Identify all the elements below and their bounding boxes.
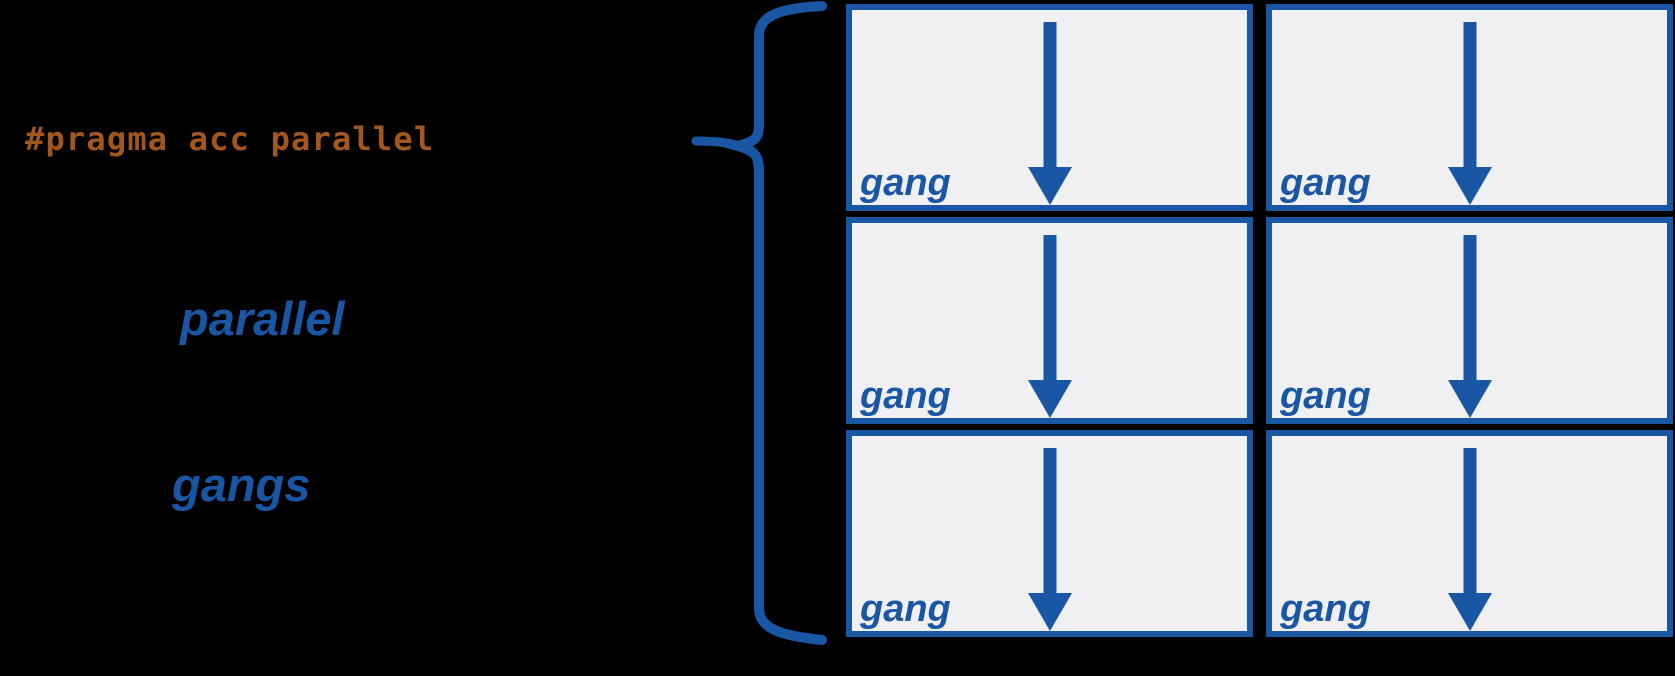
arrow-down-icon [1447, 22, 1492, 205]
gang-label: gang [860, 375, 951, 417]
gang-box: gang [846, 217, 1253, 424]
gang-box: gang [846, 430, 1253, 637]
concept-label-parallel: parallel [180, 292, 345, 345]
arrow-down-icon [1027, 22, 1072, 205]
gang-label: gang [1280, 375, 1371, 417]
gang-box: gang [1266, 430, 1673, 637]
arrow-down-icon [1447, 235, 1492, 418]
gang-label: gang [860, 162, 951, 204]
gang-label: gang [1280, 588, 1371, 630]
concept-label-gangs: gangs [172, 458, 311, 511]
gang-label: gang [1280, 162, 1371, 204]
arrow-down-icon [1447, 448, 1492, 631]
arrow-down-icon [1027, 235, 1072, 418]
gang-box: gang [1266, 217, 1673, 424]
gang-box: gang [1266, 4, 1673, 211]
pragma-code-label: #pragma acc parallel [25, 120, 435, 158]
arrow-down-icon [1027, 448, 1072, 631]
gang-label: gang [860, 588, 951, 630]
gang-box: gang [846, 4, 1253, 211]
curly-brace-icon [691, 1, 827, 645]
